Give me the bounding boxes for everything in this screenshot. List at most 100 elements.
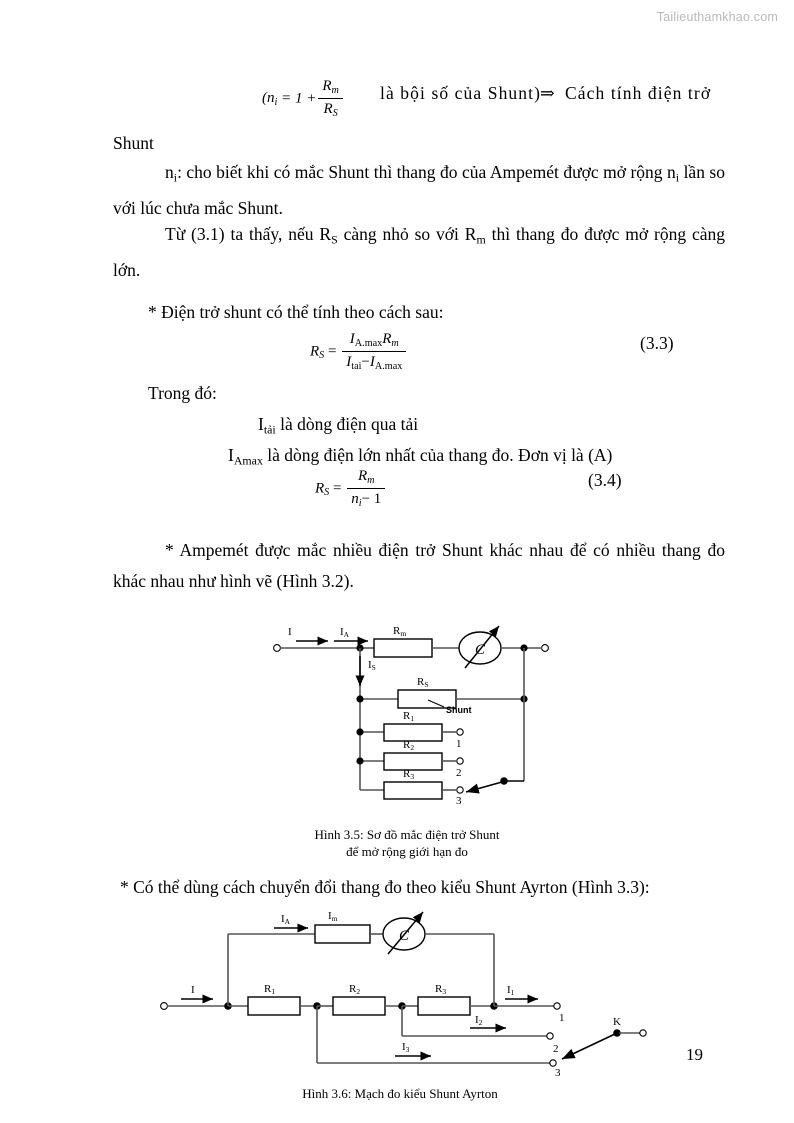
label-r3: R3 xyxy=(435,983,446,996)
label-ia: IA xyxy=(340,626,350,639)
switch-arm[interactable] xyxy=(561,1033,616,1060)
label-i3: I3 xyxy=(402,1041,410,1054)
label-im: Im xyxy=(328,910,338,923)
eq-lead: (ni xyxy=(262,90,278,109)
label-r1: R1 xyxy=(403,710,414,723)
p2-text-a: Từ (3.1) ta thấy, nếu R xyxy=(165,224,332,244)
label-i2: I2 xyxy=(475,1014,483,1027)
terminal-output-right xyxy=(541,644,549,652)
label-i: I xyxy=(288,626,292,638)
figure-3-6-caption: Hình 3.6: Mạch đo kiểu Shunt Ayrton xyxy=(302,1086,498,1101)
label-terminal-1: 1 xyxy=(559,1012,565,1024)
eq33-fraction: IA.maxRm Itai−IA.max xyxy=(342,331,407,373)
label-rm: Rm xyxy=(393,625,406,638)
watermark: Tailieuthamkhao.com xyxy=(656,10,778,24)
p6-i: I xyxy=(228,445,234,465)
meter-glyph: C xyxy=(399,928,410,944)
resistor-r2 xyxy=(383,752,443,771)
label-i1: I1 xyxy=(507,984,515,997)
switch-pivot[interactable] xyxy=(613,1029,621,1037)
paragraph-multi-shunt: * Ampemét được mắc nhiều điện trở Shunt … xyxy=(113,535,725,597)
resistor-r2 xyxy=(332,996,386,1016)
junction-r1 xyxy=(356,728,364,736)
meter-needle xyxy=(387,911,424,955)
eq33-numerator: IA.maxRm xyxy=(342,331,407,352)
label-r1: R1 xyxy=(264,983,275,996)
figure-3-5: C xyxy=(256,608,566,818)
paragraph-rs-rm: Từ (3.1) ta thấy, nếu RS càng nhỏ so với… xyxy=(113,219,725,286)
switch-pivot[interactable] xyxy=(500,777,508,785)
junction-r2 xyxy=(356,757,364,765)
terminal-3[interactable] xyxy=(549,1059,557,1067)
switch-arm[interactable] xyxy=(465,781,503,794)
paragraph-ni-meaning: ni: cho biết khi có mắc Shunt thì thang … xyxy=(113,157,725,224)
resistor-r1 xyxy=(247,996,301,1016)
p6-i-sub: Amax xyxy=(233,453,263,468)
label-shunt: Shunt xyxy=(446,705,472,715)
paragraph-iamax: IAmax là dòng điện lớn nhất của thang đo… xyxy=(228,440,728,476)
label-terminal-2: 2 xyxy=(553,1043,559,1055)
p1-n2-subscript: i xyxy=(675,170,680,185)
page-number: 19 xyxy=(686,1045,703,1064)
implies-arrow: ⇒ xyxy=(540,83,555,103)
shunt-continuation: Shunt xyxy=(113,133,154,153)
p2-rm-subscript: m xyxy=(476,232,486,247)
label-terminal-3: 3 xyxy=(555,1067,561,1077)
terminal-1[interactable] xyxy=(553,1002,561,1010)
paragraph-ayrton: * Có thể dùng cách chuyển đổi thang đo t… xyxy=(120,877,650,897)
figure-3-5-svg: C xyxy=(273,625,549,807)
figure-3-5-caption-line1: Hình 3.5: Sơ đồ mắc điện trở Shunt xyxy=(314,827,500,842)
terminal-1[interactable] xyxy=(456,728,464,736)
label-r2: R2 xyxy=(403,739,414,752)
figure-3-5-caption-line2: để mở rộng giới hạn đo xyxy=(346,844,468,859)
terminal-k[interactable] xyxy=(639,1029,647,1037)
paragraph-trong-do: Trong đó: xyxy=(148,383,217,403)
label-terminal-3: 3 xyxy=(456,795,462,807)
figure-3-5-caption: Hình 3.5: Sơ đồ mắc điện trở Shunt để mở… xyxy=(197,826,617,860)
p1-n: n xyxy=(165,162,174,182)
label-r2: R2 xyxy=(349,983,360,996)
resistor-r3 xyxy=(383,781,443,800)
resistor-r3 xyxy=(417,996,471,1016)
label-k: K xyxy=(613,1016,621,1028)
fraction-numerator: Rm xyxy=(318,78,343,99)
resistor-rm xyxy=(373,638,433,658)
terminal-2[interactable] xyxy=(456,757,464,765)
terminal-2[interactable] xyxy=(546,1032,554,1040)
equation-number-3-4: (3.4) xyxy=(588,470,622,490)
p5-i-sub: tải xyxy=(263,422,276,437)
eq-top-after-text: Cách tính điện trở xyxy=(565,83,712,103)
fraction-denominator: RS xyxy=(323,100,338,119)
eq33-denominator: Itai−IA.max xyxy=(346,353,403,372)
label-terminal-2: 2 xyxy=(456,767,462,779)
equation-number-3-3: (3.3) xyxy=(640,333,674,353)
eq33-lhs: R xyxy=(310,343,320,360)
meter-needle xyxy=(464,625,500,669)
eq34-denominator: ni− 1 xyxy=(351,490,382,509)
terminal-input-left xyxy=(273,644,281,652)
resistor-r1 xyxy=(383,723,443,742)
eq33-equals: = xyxy=(328,343,337,360)
eq34-numerator: Rm xyxy=(347,468,386,489)
label-ia: IA xyxy=(281,913,291,926)
label-r3: R3 xyxy=(403,768,414,781)
p1-text: : cho biết khi có mắc Shunt thì thang đo… xyxy=(177,162,676,182)
label-is: IS xyxy=(368,659,376,672)
paragraph-shunt-calc: * Điện trở shunt có thể tính theo cách s… xyxy=(148,302,444,322)
label-i: I xyxy=(191,984,195,996)
eq34-lhs-sub: S xyxy=(324,487,330,499)
p2-rs-subscript: S xyxy=(331,232,338,247)
paragraph-itai: Itải là dòng điện qua tải xyxy=(258,409,728,445)
p7-text: * Ampemét được mắc nhiều điện trở Shunt … xyxy=(113,540,725,591)
label-terminal-1: 1 xyxy=(456,738,462,750)
eq33-lhs-sub: S xyxy=(319,350,325,362)
terminal-input-left xyxy=(160,1002,168,1010)
eq34-fraction: Rm ni− 1 xyxy=(347,468,386,510)
p1-n-subscript: i xyxy=(173,170,178,185)
resistor-im xyxy=(314,924,371,944)
label-rs: RS xyxy=(417,676,429,689)
terminal-3[interactable] xyxy=(456,786,464,794)
